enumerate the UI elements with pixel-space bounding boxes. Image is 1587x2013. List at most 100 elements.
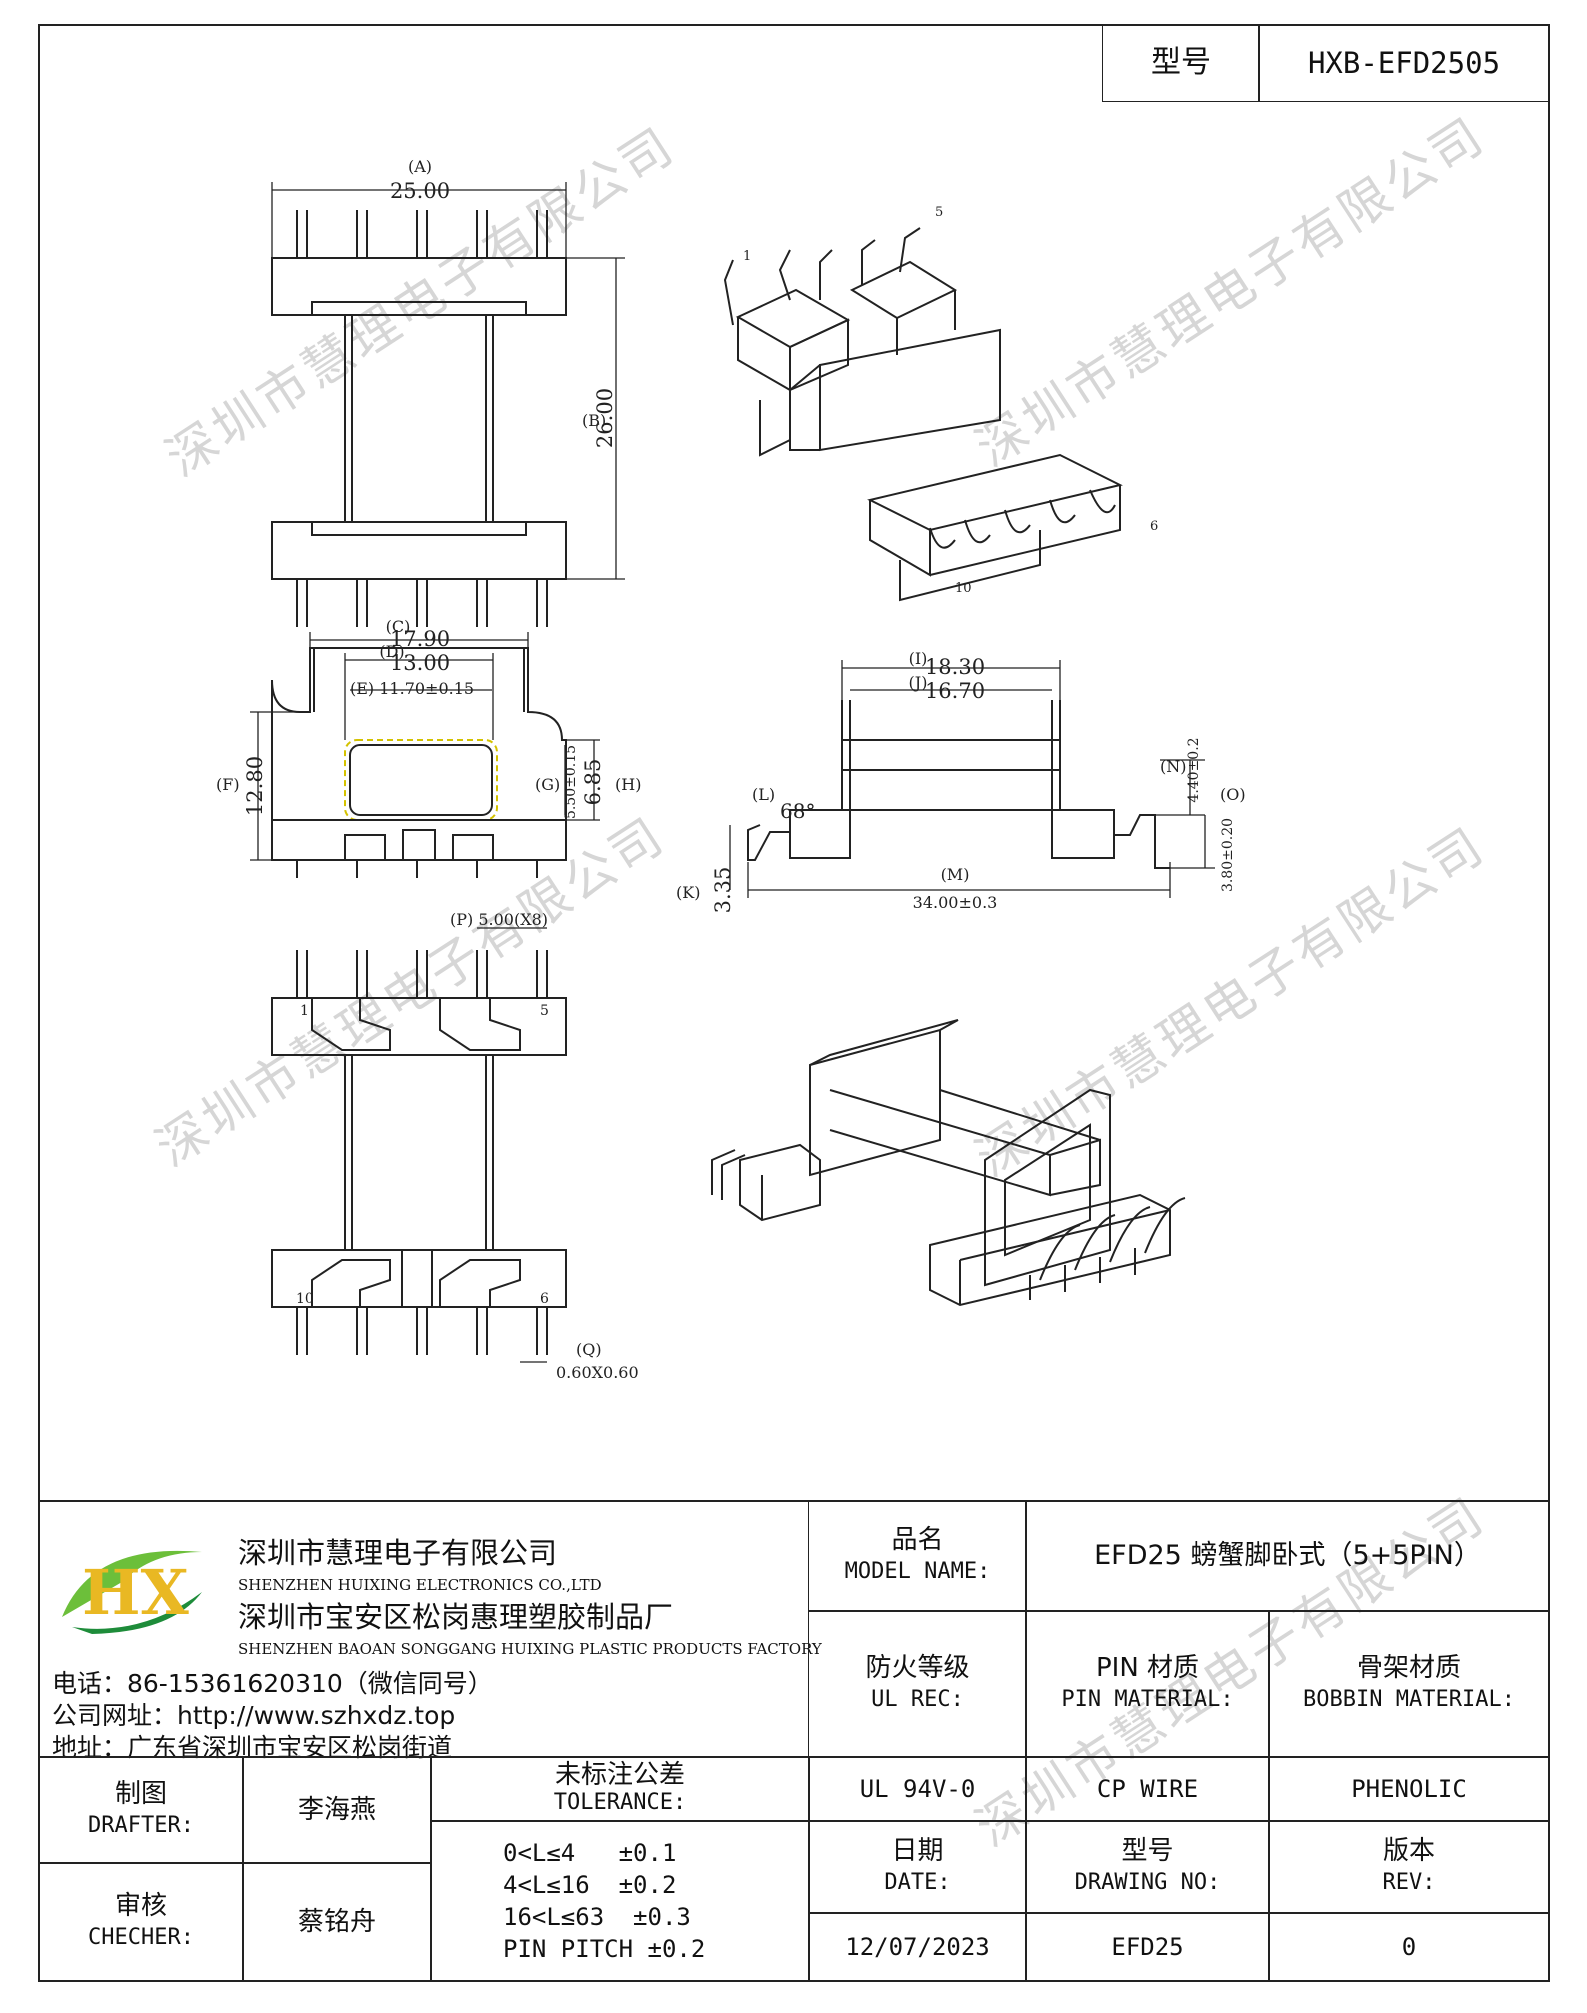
dim-i-label: (I) <box>909 649 928 668</box>
model-name-value: EFD25 螃蟹脚卧式（5+5PIN） <box>1025 1500 1550 1612</box>
pin-5-label: 5 <box>540 1003 549 1019</box>
company-phone: 电话：86-15361620310（微信同号） <box>52 1669 493 1698</box>
pin-material-label: PIN 材质 PIN MATERIAL: <box>1025 1610 1270 1758</box>
bottom-view <box>271 950 567 1355</box>
dim-k-label: (K) <box>676 883 700 902</box>
rev-value: 0 <box>1268 1912 1550 1982</box>
model-name-cn: 品名 <box>891 1525 944 1555</box>
bobbin-material-value: PHENOLIC <box>1268 1756 1550 1822</box>
model-name-label: 品名 MODEL NAME: <box>808 1500 1027 1612</box>
dim-j-value: 16.70 <box>925 679 985 703</box>
bobbin-material-en: BOBBIN MATERIAL: <box>1303 1687 1515 1712</box>
dim-k-value: 3.35 <box>711 867 735 914</box>
iso-pin-5-label: 5 <box>935 205 943 220</box>
iso-pin-6-label: 6 <box>1150 519 1158 534</box>
tolerance-line: 0<L≤4 ±0.1 <box>503 1839 677 1867</box>
dim-a-value: 25.00 <box>390 179 450 203</box>
factory-name-en: SHENZHEN BAOAN SONGGANG HUIXING PLASTIC … <box>238 1640 822 1658</box>
tolerance-cn: 未标注公差 <box>554 1760 685 1790</box>
ul-rec-cn: 防火等级 <box>865 1653 970 1683</box>
pin-material-en: PIN MATERIAL: <box>1061 1687 1234 1712</box>
drafter-value: 李海燕 <box>242 1756 432 1864</box>
tolerance-en: TOLERANCE: <box>553 1790 687 1815</box>
dim-n-value: 4.40±0.2 <box>1186 737 1202 802</box>
pin-1-label: 1 <box>300 1003 309 1019</box>
pin-material-cn: PIN 材质 <box>1095 1653 1200 1683</box>
bobbin-material-cn: 骨架材质 <box>1356 1653 1461 1683</box>
tolerance-label: 未标注公差 TOLERANCE: <box>430 1756 810 1822</box>
dim-j-label: (J) <box>909 673 928 692</box>
checker-label: 审核 CHECHER: <box>38 1862 244 1982</box>
ul-rec-label: 防火等级 UL REC: <box>808 1610 1027 1758</box>
checker-en: CHECHER: <box>88 1925 194 1950</box>
tolerance-line: PIN PITCH ±0.2 <box>503 1935 706 1963</box>
company-name-cn: 深圳市慧理电子有限公司 <box>238 1536 558 1570</box>
drawing-no-value: EFD25 <box>1025 1912 1270 1982</box>
rev-label: 版本 REV: <box>1268 1820 1550 1914</box>
dim-d-value: 13.00 <box>390 651 450 675</box>
pin-6-label: 6 <box>540 1291 549 1307</box>
front-view <box>271 647 567 878</box>
date-en: DATE: <box>884 1870 951 1895</box>
rev-cn: 版本 <box>1382 1836 1435 1866</box>
dim-o-value: 3.80±0.20 <box>1220 818 1236 892</box>
dim-i-value: 18.30 <box>925 655 985 679</box>
ul-rec-value: UL 94V-0 <box>808 1756 1027 1822</box>
tolerance-line: 4<L≤16 ±0.2 <box>503 1871 677 1899</box>
header-model-value: HXB-EFD2505 <box>1258 24 1550 102</box>
company-website: 公司网址：http://www.szhxdz.top <box>52 1701 456 1730</box>
logo-text: HX <box>82 1556 190 1629</box>
technical-drawing: (A) 25.00 (B) 26.00 (C) 17.90 (D) 13.00 … <box>216 157 1246 1382</box>
drafter-en: DRAFTER: <box>88 1813 194 1838</box>
dim-m-value: 34.00±0.3 <box>913 893 998 912</box>
date-value: 12/07/2023 <box>808 1912 1027 1982</box>
dim-f-label: (F) <box>216 775 240 794</box>
divider <box>38 1756 810 1758</box>
date-cn: 日期 <box>891 1836 944 1866</box>
ul-rec-en: UL REC: <box>871 1687 964 1712</box>
dim-a-label: (A) <box>408 157 432 176</box>
dim-c-label: (C) <box>386 617 411 636</box>
titleblock-top-rule <box>38 1500 1550 1502</box>
bobbin-material-label: 骨架材质 BOBBIN MATERIAL: <box>1268 1610 1550 1758</box>
side-view <box>747 700 1170 869</box>
company-logo: HX <box>52 1522 217 1642</box>
dim-h-label: (H) <box>615 775 641 794</box>
pin-material-value: CP WIRE <box>1025 1756 1270 1822</box>
drawing-no-label: 型号 DRAWING NO: <box>1025 1820 1270 1914</box>
dim-q-label: (Q) <box>576 1340 602 1359</box>
dim-o-label: (O) <box>1220 785 1246 804</box>
dim-d-label: (D) <box>379 642 404 661</box>
dim-m-label: (M) <box>941 865 970 884</box>
dim-l-label: (L) <box>752 785 775 804</box>
dim-p-label: (P) 5.00(X8) <box>450 910 548 929</box>
iso-pin-1-label: 1 <box>743 249 751 264</box>
iso-pin-10-label: 10 <box>955 581 972 596</box>
drafter-label: 制图 DRAFTER: <box>38 1756 244 1864</box>
tolerance-values: 0<L≤4 ±0.1 4<L≤16 ±0.2 16<L≤63 ±0.3 PIN … <box>430 1820 810 1982</box>
isometric-view-top <box>723 227 1123 602</box>
company-name-en: SHENZHEN HUIXING ELECTRONICS CO.,LTD <box>238 1576 602 1594</box>
dim-b-value: 26.00 <box>593 388 617 448</box>
drawing-no-en: DRAWING NO: <box>1074 1870 1221 1895</box>
checker-value: 蔡铭舟 <box>242 1862 432 1982</box>
date-label: 日期 DATE: <box>808 1820 1027 1914</box>
dim-b-label: (B) <box>582 411 606 430</box>
dim-n-label: (N) <box>1160 757 1186 776</box>
isometric-view-bottom <box>711 1019 1186 1307</box>
dim-f-value: 12.80 <box>243 756 267 816</box>
model-name-en: MODEL NAME: <box>844 1559 991 1584</box>
tolerance-line: 16<L≤63 ±0.3 <box>503 1903 691 1931</box>
dim-g-value: 5.50±0.15 <box>563 745 579 819</box>
factory-name-cn: 深圳市宝安区松岗惠理塑胶制品厂 <box>238 1600 674 1634</box>
top-view <box>271 210 567 627</box>
rev-en: REV: <box>1382 1870 1436 1895</box>
dim-q-value: 0.60X0.60 <box>556 1363 639 1382</box>
dim-h-value: 6.85 <box>581 759 605 806</box>
pin-10-label: 10 <box>296 1291 314 1307</box>
drawing-no-cn: 型号 <box>1121 1836 1174 1866</box>
drafter-cn: 制图 <box>114 1779 167 1809</box>
dim-g-label: (G) <box>535 775 560 794</box>
header-model-label: 型号 <box>1102 24 1260 102</box>
dim-e-label: (E) 11.70±0.15 <box>350 679 474 698</box>
